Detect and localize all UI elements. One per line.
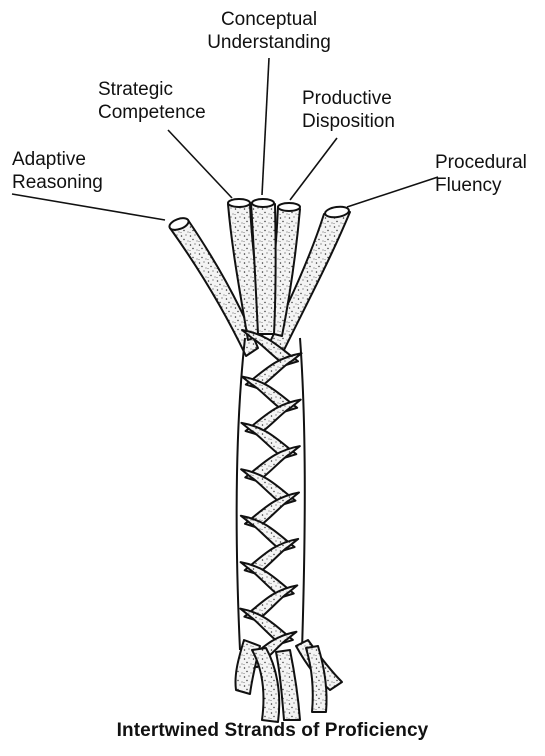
strand-end-productive bbox=[278, 203, 300, 211]
strand-end-strategic bbox=[228, 199, 250, 207]
adaptive-leader-line bbox=[12, 194, 165, 220]
label-adaptive-line-1: Adaptive bbox=[12, 148, 132, 171]
label-productive-line-1: Productive bbox=[302, 87, 422, 110]
label-conceptual-understanding: Conceptual Understanding bbox=[189, 8, 349, 54]
rope-braid bbox=[237, 330, 305, 667]
label-strategic-line-1: Strategic bbox=[98, 78, 248, 101]
label-procedural-line-1: Procedural bbox=[435, 151, 545, 174]
label-productive-disposition: Productive Disposition bbox=[302, 87, 422, 133]
label-procedural-fluency: Procedural Fluency bbox=[435, 151, 545, 197]
frayed-end-outer-left bbox=[252, 648, 279, 722]
label-adaptive-reasoning: Adaptive Reasoning bbox=[12, 148, 132, 194]
frayed-end-outer-right bbox=[306, 646, 327, 712]
label-strategic-line-2: Competence bbox=[98, 101, 248, 124]
diagram-caption: Intertwined Strands of Proficiency bbox=[0, 720, 545, 742]
label-procedural-line-2: Fluency bbox=[435, 174, 545, 197]
procedural-leader-line bbox=[347, 177, 438, 207]
label-conceptual-line-1: Conceptual bbox=[189, 8, 349, 31]
label-strategic-competence: Strategic Competence bbox=[98, 78, 248, 124]
strategic-leader-line bbox=[168, 130, 232, 198]
label-adaptive-line-2: Reasoning bbox=[12, 171, 132, 194]
braid-outline-left bbox=[237, 338, 245, 650]
label-productive-line-2: Disposition bbox=[302, 110, 422, 133]
conceptual-leader-line bbox=[262, 58, 269, 195]
productive-leader-line bbox=[290, 138, 337, 200]
label-conceptual-line-2: Understanding bbox=[189, 31, 349, 54]
strand-end-conceptual bbox=[252, 199, 274, 207]
braid-outline-right bbox=[300, 338, 305, 650]
